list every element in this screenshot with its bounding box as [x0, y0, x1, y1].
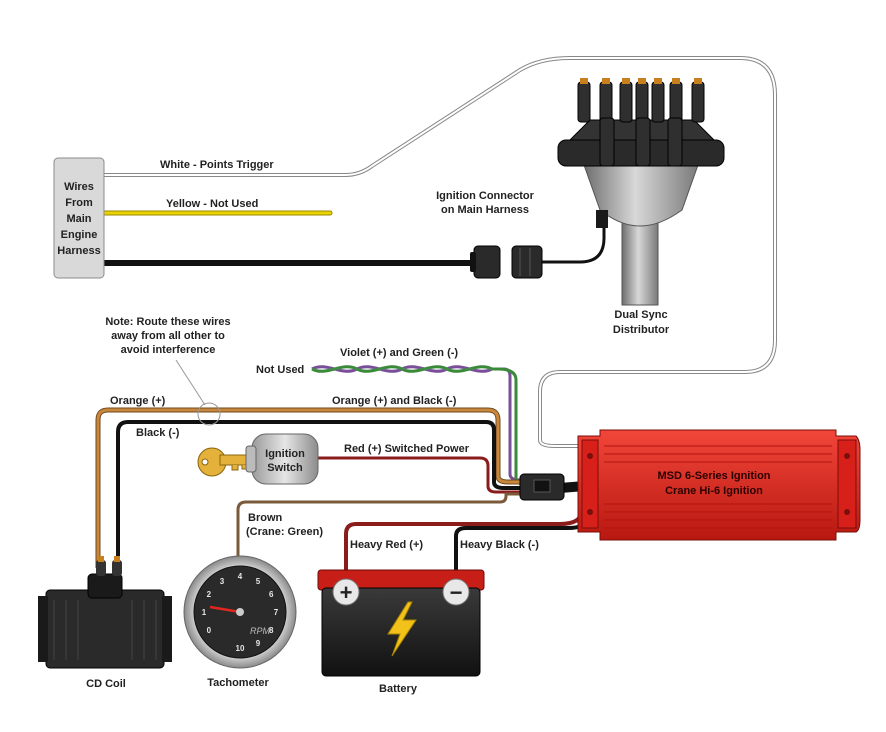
red-switched-label: Red (+) Switched Power [344, 443, 470, 455]
brown-wire [236, 492, 524, 572]
heavy-black-label: Heavy Black (-) [460, 539, 539, 551]
tach-dial-number: 6 [269, 590, 274, 599]
tachometer-rpm: RPM [250, 626, 271, 636]
ignition-connector [470, 245, 543, 279]
msd-box-line-2: Crane Hi-6 Ignition [665, 485, 763, 497]
brown-line-2: (Crane: Green) [246, 526, 323, 538]
tachometer-label: Tachometer [207, 677, 269, 689]
msd-box-line-1: MSD 6-Series Ignition [657, 470, 770, 482]
battery: + − [317, 569, 485, 677]
black-coil-wire [116, 420, 524, 590]
orange-label: Orange (+) [110, 395, 166, 407]
ignition-connector-line-2: on Main Harness [441, 204, 529, 216]
harness-label-line-1: Wires [64, 181, 94, 193]
note-line-2: away from all other to [111, 330, 225, 342]
cd-coil-label: CD Coil [86, 678, 126, 690]
dual-sync-distributor [557, 78, 725, 306]
note-line-3: avoid interference [121, 344, 216, 356]
not-used-label: Not Used [256, 364, 304, 376]
tach-dial-number: 7 [274, 608, 279, 617]
battery-plus-terminal: + [340, 580, 353, 605]
harness-label-line-4: Engine [61, 229, 98, 241]
ignition-switch-line-1: Ignition [265, 448, 305, 460]
black-label: Black (-) [136, 427, 180, 439]
green-wire [311, 365, 525, 486]
tach-dial-number: 5 [256, 577, 261, 586]
brown-line-1: Brown [248, 512, 283, 524]
lightning-bolt-icon [387, 601, 417, 657]
tachometer-needle [209, 605, 241, 614]
violet-green-label: Violet (+) and Green (-) [340, 347, 458, 359]
ignition-switch: Ignition Switch [197, 433, 319, 485]
cd-coil [38, 556, 172, 669]
harness-label-line-5: Harness [57, 245, 100, 257]
tach-dial-number: 1 [202, 608, 207, 617]
heavy-red-label: Heavy Red (+) [350, 539, 423, 551]
tach-dial-number: 2 [207, 590, 212, 599]
tach-dial-number: 10 [236, 644, 245, 653]
main-engine-harness-box: Wires From Main Engine Harness [53, 157, 105, 279]
distributor-line-1: Dual Sync [614, 309, 667, 321]
white-wire-label: White - Points Trigger [160, 159, 274, 171]
harness-label-line-2: From [65, 197, 93, 209]
battery-minus-terminal: − [450, 580, 463, 605]
orange-black-label: Orange (+) and Black (-) [332, 395, 457, 407]
ignition-connector-line-1: Ignition Connector [436, 190, 534, 202]
tach-dial-number: 4 [238, 572, 243, 581]
tach-dial-number: 8 [269, 626, 274, 635]
msd-ignition-box: MSD 6-Series Ignition Crane Hi-6 Ignitio… [577, 429, 861, 541]
red-switched-wire [318, 456, 524, 494]
tach-dial-number: 3 [220, 577, 225, 586]
ignition-switch-line-2: Switch [267, 462, 303, 474]
tach-dial-number: 0 [207, 626, 212, 635]
msd-wire-connector [519, 473, 565, 501]
distributor-line-2: Distributor [613, 324, 670, 336]
yellow-wire-label: Yellow - Not Used [166, 198, 258, 210]
tach-dial-number: 9 [256, 639, 261, 648]
harness-label-line-3: Main [66, 213, 91, 225]
note-line-1: Note: Route these wires [105, 316, 230, 328]
note-callout [175, 359, 221, 426]
battery-label: Battery [379, 683, 418, 695]
